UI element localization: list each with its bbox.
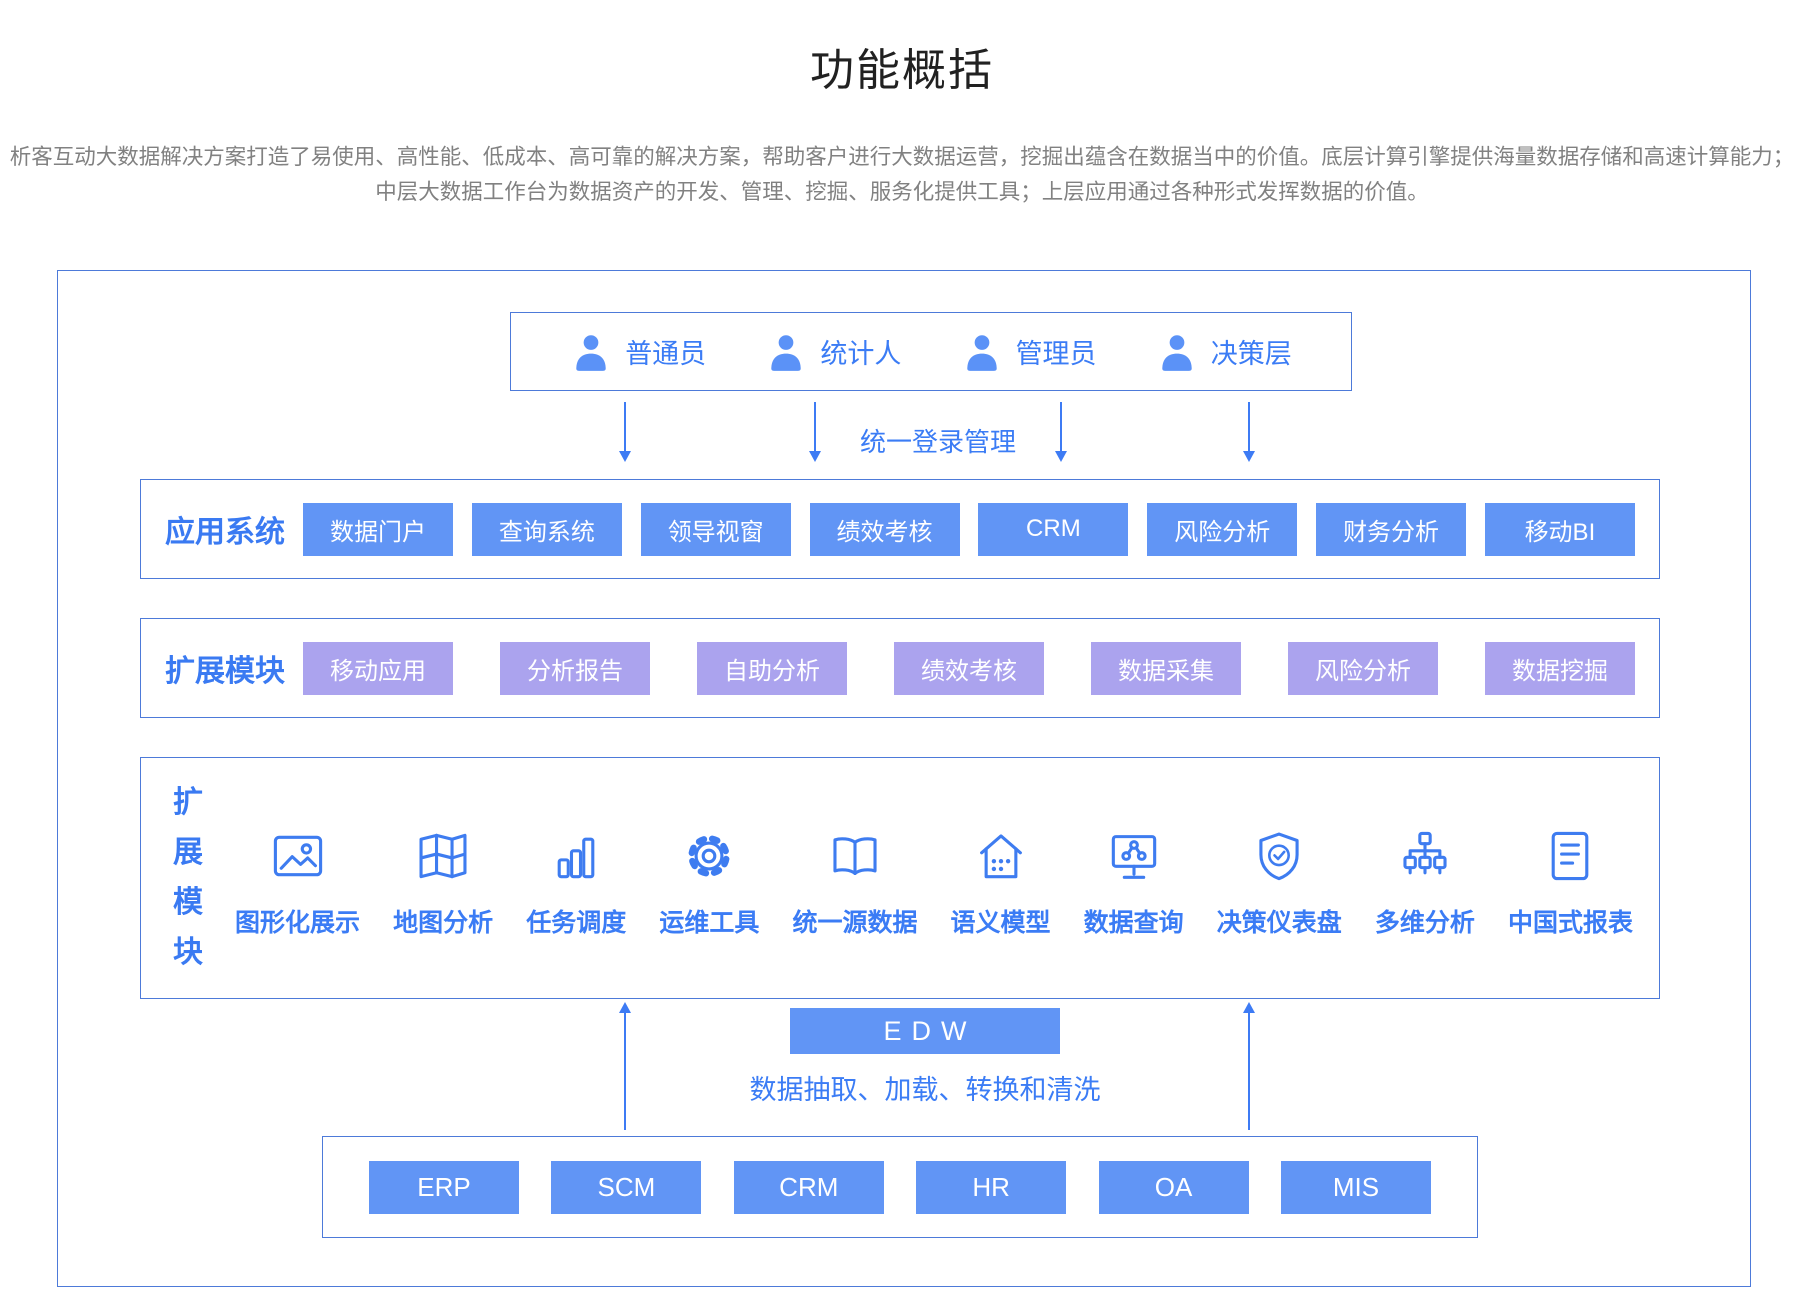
tool-chinese-report: 中国式报表: [1508, 825, 1633, 939]
ext-chip: 自助分析: [697, 641, 847, 695]
tool-multidim-analysis: 多维分析: [1375, 825, 1475, 939]
ext-chip: 移动应用: [303, 641, 453, 695]
tool-label: 运维工具: [659, 909, 760, 937]
ext-chip: 分析报告: [500, 641, 650, 695]
tool-label: 中国式报表: [1507, 909, 1633, 937]
down-arrow-icon: [1243, 402, 1255, 462]
app-chip: 财务分析: [1316, 502, 1467, 556]
unified-login-label: 统一登录管理: [859, 427, 1016, 457]
tool-graphic-display: 图形化展示: [235, 825, 360, 939]
up-arrow-icon: [1243, 1002, 1255, 1130]
tool-unified-source-data: 统一源数据: [792, 825, 917, 939]
tool-label: 语义模型: [950, 909, 1051, 937]
ext-chip: 数据挖掘: [1485, 641, 1635, 695]
etl-label: 数据抽取、加载、转换和清洗: [749, 1075, 1101, 1105]
image-icon: [273, 835, 322, 877]
app-chip: 移动BI: [1484, 502, 1635, 556]
tool-label: 地图分析: [393, 909, 494, 937]
tool-decision-dashboard: 决策仪表盘: [1217, 825, 1342, 939]
monitor-share-icon: [1111, 835, 1156, 879]
tool-label: 多维分析: [1374, 909, 1475, 937]
application-systems-row: 应用系统 数据门户 查询系统 领导视窗 绩效考核 CRM 风险分析 财务分析 移…: [140, 479, 1660, 579]
extension-modules-items: 移动应用 分析报告 自助分析 绩效考核 数据采集 风险分析 数据挖掘: [303, 641, 1635, 695]
bar-chart-icon: [557, 837, 595, 879]
tool-label: 图形化展示: [235, 909, 361, 937]
tool-label: 统一源数据: [792, 909, 918, 937]
app-chip: 风险分析: [1147, 502, 1298, 556]
user-role-guanliyuan: 管理员: [961, 331, 1097, 373]
document-icon: [1552, 831, 1589, 881]
source-chip: OA: [1098, 1160, 1249, 1214]
map-icon: [419, 833, 467, 879]
gear-icon: [688, 835, 730, 877]
user-icon: [771, 334, 802, 371]
up-arrow-icon: [619, 1002, 631, 1130]
user-role-label: 普通员: [625, 339, 707, 369]
app-chip: 数据门户: [303, 502, 453, 556]
tool-label: 数据查询: [1083, 909, 1184, 937]
book-icon: [833, 837, 877, 875]
user-role-putongyuan: 普通员: [570, 331, 706, 373]
user-role-label: 决策层: [1210, 339, 1292, 369]
platform-tools-vertical-label: 扩展模块: [173, 786, 203, 969]
tool-map-analysis: 地图分析: [393, 825, 493, 939]
extension-modules-label: 扩展模块: [165, 655, 285, 688]
house-icon: [979, 834, 1022, 879]
down-arrow-icon: [809, 402, 821, 462]
down-arrow-icon: [619, 402, 631, 462]
page-description: 析客互动大数据解决方案打造了易使用、高性能、低成本、高可靠的解决方案，帮助客户进…: [9, 145, 1795, 204]
user-icon: [966, 334, 997, 371]
source-chip: SCM: [551, 1160, 702, 1214]
application-systems-items: 数据门户 查询系统 领导视窗 绩效考核 CRM 风险分析 财务分析 移动BI: [303, 502, 1635, 556]
down-arrow-icon: [1055, 402, 1067, 462]
extension-modules-row: 扩展模块 移动应用 分析报告 自助分析 绩效考核 数据采集 风险分析 数据挖掘: [140, 618, 1660, 718]
user-role-label: 统计人: [820, 339, 902, 369]
ext-chip: 数据采集: [1091, 641, 1241, 695]
platform-tools-box: 扩展模块 图形化展示 地图分析 任务调度: [140, 757, 1660, 999]
app-chip: 领导视窗: [640, 502, 791, 556]
tool-semantic-model: 语义模型: [951, 825, 1051, 939]
user-role-label: 管理员: [1015, 339, 1097, 369]
user-roles-box: 普通员 统计人 管理员 决策层: [510, 312, 1352, 391]
user-icon: [1162, 334, 1192, 371]
source-chip: HR: [916, 1160, 1067, 1214]
ext-chip: 绩效考核: [894, 641, 1044, 695]
tool-task-scheduling: 任务调度: [526, 825, 626, 939]
source-systems-box: ERP SCM CRM HR OA MIS: [322, 1136, 1478, 1238]
user-role-tongjiren: 统计人: [765, 331, 901, 373]
tool-data-query: 数据查询: [1084, 825, 1184, 939]
sitemap-icon: [1403, 831, 1447, 875]
tool-label: 决策仪表盘: [1216, 909, 1342, 937]
user-icon: [576, 334, 606, 371]
source-chip: MIS: [1280, 1160, 1431, 1214]
shield-check-icon: [1259, 832, 1299, 881]
app-chip: 查询系统: [471, 502, 622, 556]
source-chip: CRM: [733, 1160, 884, 1214]
app-chip: CRM: [978, 502, 1129, 556]
app-chip: 绩效考核: [809, 502, 960, 556]
tool-ops-tools: 运维工具: [659, 825, 759, 939]
application-systems-label: 应用系统: [165, 516, 285, 549]
page-title: 功能概括: [810, 46, 994, 95]
platform-tools-items: 图形化展示 地图分析 任务调度 运维工具: [235, 817, 1633, 939]
ext-chip: 风险分析: [1288, 641, 1438, 695]
user-role-juececeng: 决策层: [1156, 331, 1292, 373]
edw-box: EDW: [790, 1008, 1060, 1054]
tool-label: 任务调度: [526, 909, 627, 937]
source-chip: ERP: [369, 1160, 519, 1214]
